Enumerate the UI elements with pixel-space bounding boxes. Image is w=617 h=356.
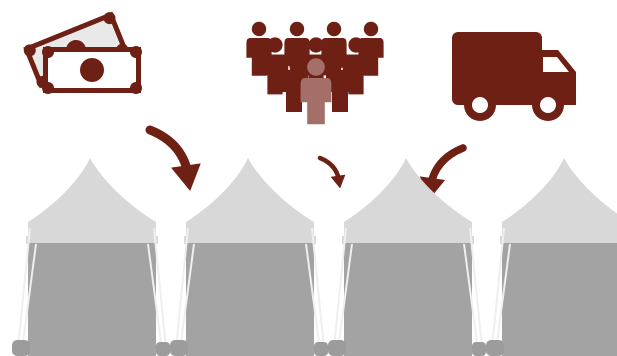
marquee-tent-icon [486,158,617,356]
marquee-tent-icon [328,158,486,356]
curved-arrow-icon [320,158,345,188]
money-bills-icon [22,10,142,94]
marquee-tent-icon [170,158,328,356]
curved-arrow-icon [150,130,200,190]
marquee-tent-icon [12,158,170,356]
delivery-truck-icon [452,32,576,121]
crowd-icon [246,22,383,124]
